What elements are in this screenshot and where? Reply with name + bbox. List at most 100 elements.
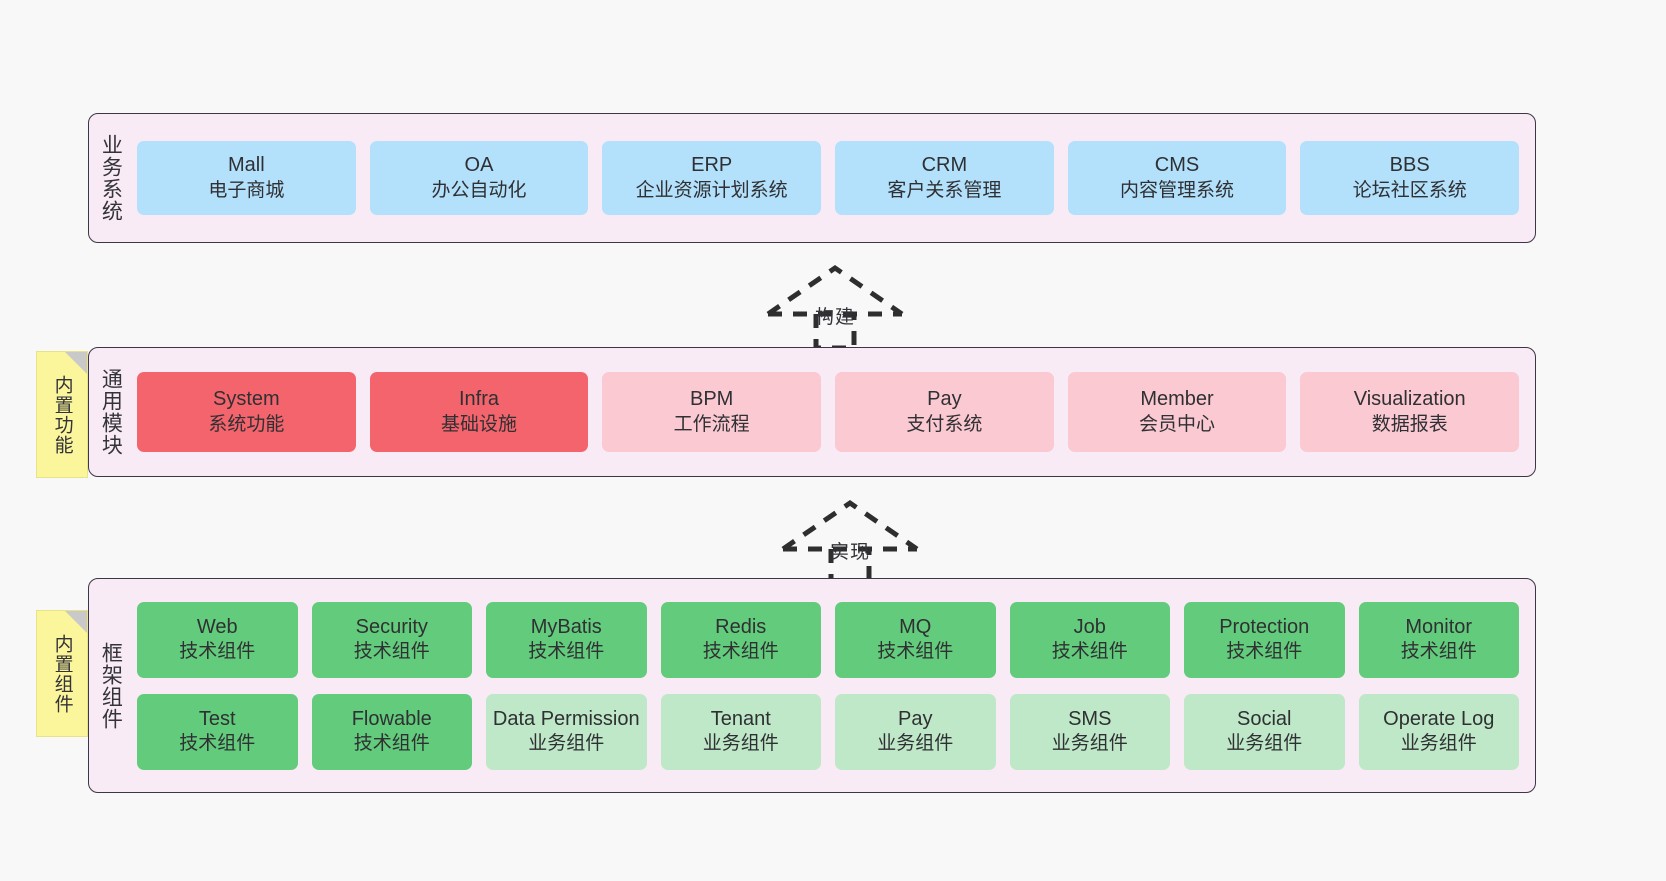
card-pay-component[interactable]: Pay 业务组件: [835, 693, 996, 770]
card-bpm[interactable]: BPM 工作流程: [602, 372, 822, 452]
layer-body-framework: Web 技术组件 Security 技术组件 MyBatis 技术组件 Redi…: [131, 579, 1535, 792]
card-pay-module[interactable]: Pay 支付系统: [835, 372, 1054, 452]
note-builtin-components: 内置组件: [36, 610, 88, 737]
card-crm-subtitle: 客户关系管理: [887, 179, 1002, 201]
card-social-subtitle: 业务组件: [1226, 733, 1303, 755]
card-erp[interactable]: ERP 企业资源计划系统: [602, 141, 822, 215]
connector-implement: 实现: [775, 497, 925, 586]
card-security-subtitle: 技术组件: [353, 641, 430, 663]
card-pay-module-title: Pay: [927, 388, 962, 411]
card-test-title: Test: [198, 707, 236, 730]
card-security-title: Security: [355, 615, 428, 638]
card-job[interactable]: Job 技术组件: [1009, 601, 1170, 678]
card-mybatis-title: MyBatis: [530, 615, 602, 638]
card-bbs[interactable]: BBS 论坛社区系统: [1300, 141, 1520, 215]
card-data-permission-title: Data Permission: [492, 707, 640, 730]
framework-components-row-2: Test 技术组件 Flowable 技术组件 Data Permission …: [137, 693, 1519, 770]
card-monitor-subtitle: 技术组件: [1400, 641, 1477, 663]
card-web[interactable]: Web 技术组件: [137, 601, 298, 678]
card-data-permission[interactable]: Data Permission 业务组件: [486, 693, 647, 770]
card-operate-log[interactable]: Operate Log 业务组件: [1358, 693, 1519, 770]
card-monitor-title: Monitor: [1405, 615, 1473, 638]
card-data-permission-subtitle: 业务组件: [528, 733, 605, 755]
card-oa[interactable]: OA 办公自动化: [369, 141, 589, 215]
note-builtin-features-label: 内置功能: [51, 374, 73, 455]
card-web-subtitle: 技术组件: [179, 641, 256, 663]
card-tenant-title: Tenant: [710, 707, 771, 730]
card-member-subtitle: 会员中心: [1139, 413, 1216, 435]
card-pay-component-title: Pay: [898, 707, 933, 730]
card-protection[interactable]: Protection 技术组件: [1184, 601, 1345, 678]
card-security[interactable]: Security 技术组件: [311, 601, 472, 678]
card-bpm-title: BPM: [690, 388, 734, 411]
card-oa-title: OA: [464, 154, 494, 177]
card-visualization-title: Visualization: [1353, 388, 1466, 411]
card-redis[interactable]: Redis 技术组件: [660, 601, 821, 678]
card-mall-subtitle: 电子商城: [208, 179, 285, 201]
card-tenant[interactable]: Tenant 业务组件: [660, 693, 821, 770]
card-member-title: Member: [1140, 388, 1214, 411]
card-redis-subtitle: 技术组件: [702, 641, 779, 663]
card-sms[interactable]: SMS 业务组件: [1009, 693, 1170, 770]
card-protection-title: Protection: [1219, 615, 1310, 638]
card-flowable-subtitle: 技术组件: [353, 733, 430, 755]
common-modules-row: System 系统功能 Infra 基础设施 BPM 工作流程 Pay 支付系统…: [137, 372, 1520, 452]
card-pay-component-subtitle: 业务组件: [877, 733, 954, 755]
connector-implement-label: 实现: [829, 542, 870, 563]
layer-common-modules: 通用模块 System 系统功能 Infra 基础设施 BPM 工作流程 Pay…: [88, 347, 1536, 477]
note-builtin-features: 内置功能: [36, 351, 88, 478]
card-protection-subtitle: 技术组件: [1226, 641, 1303, 663]
card-visualization[interactable]: Visualization 数据报表: [1300, 372, 1520, 452]
card-oa-subtitle: 办公自动化: [431, 179, 527, 201]
card-infra[interactable]: Infra 基础设施: [369, 372, 589, 452]
card-bpm-subtitle: 工作流程: [673, 413, 750, 435]
card-test[interactable]: Test 技术组件: [137, 693, 298, 770]
card-pay-module-subtitle: 支付系统: [906, 413, 983, 435]
layer-title-framework: 框架组件: [99, 641, 123, 730]
layer-title-business: 业务系统: [99, 134, 123, 222]
card-monitor[interactable]: Monitor 技术组件: [1358, 601, 1519, 678]
card-system[interactable]: System 系统功能: [137, 372, 356, 452]
card-cms-subtitle: 内容管理系统: [1120, 179, 1235, 201]
card-cms-title: CMS: [1154, 154, 1200, 177]
card-infra-title: Infra: [458, 388, 500, 411]
card-sms-subtitle: 业务组件: [1051, 733, 1128, 755]
card-redis-title: Redis: [715, 615, 767, 638]
card-erp-subtitle: 企业资源计划系统: [635, 179, 788, 201]
card-member[interactable]: Member 会员中心: [1067, 372, 1287, 452]
card-system-subtitle: 系统功能: [208, 413, 285, 435]
layer-title-modules: 通用模块: [99, 368, 123, 456]
card-social-title: Social: [1237, 707, 1292, 730]
card-crm[interactable]: CRM 客户关系管理: [835, 141, 1054, 215]
card-mq-subtitle: 技术组件: [877, 641, 954, 663]
card-mq[interactable]: MQ 技术组件: [835, 601, 996, 678]
card-test-subtitle: 技术组件: [179, 733, 256, 755]
card-erp-title: ERP: [691, 154, 733, 177]
layer-body-business: Mall 电子商城 OA 办公自动化 ERP 企业资源计划系统 CRM 客户关系…: [131, 114, 1535, 242]
card-mall[interactable]: Mall 电子商城: [137, 141, 356, 215]
card-job-title: Job: [1073, 615, 1106, 638]
card-social[interactable]: Social 业务组件: [1184, 693, 1345, 770]
card-system-title: System: [212, 388, 280, 411]
card-mybatis[interactable]: MyBatis 技术组件: [486, 601, 647, 678]
card-bbs-subtitle: 论坛社区系统: [1352, 179, 1467, 201]
card-mall-title: Mall: [228, 154, 265, 177]
layer-business-systems: 业务系统 Mall 电子商城 OA 办公自动化 ERP 企业资源计划系统 CRM…: [88, 113, 1536, 243]
connector-build: 构建: [760, 262, 910, 351]
card-bbs-title: BBS: [1389, 154, 1430, 177]
card-crm-title: CRM: [921, 154, 968, 177]
note-builtin-components-label: 内置组件: [51, 633, 73, 714]
card-web-title: Web: [196, 615, 238, 638]
card-infra-subtitle: 基础设施: [441, 413, 518, 435]
card-flowable-title: Flowable: [351, 707, 432, 730]
connector-build-label: 构建: [814, 307, 855, 328]
card-flowable[interactable]: Flowable 技术组件: [311, 693, 472, 770]
card-visualization-subtitle: 数据报表: [1371, 413, 1448, 435]
card-mq-title: MQ: [899, 615, 932, 638]
card-mybatis-subtitle: 技术组件: [528, 641, 605, 663]
card-cms[interactable]: CMS 内容管理系统: [1067, 141, 1287, 215]
business-systems-row: Mall 电子商城 OA 办公自动化 ERP 企业资源计划系统 CRM 客户关系…: [137, 141, 1520, 215]
card-operate-log-title: Operate Log: [1383, 707, 1495, 730]
card-tenant-subtitle: 业务组件: [702, 733, 779, 755]
